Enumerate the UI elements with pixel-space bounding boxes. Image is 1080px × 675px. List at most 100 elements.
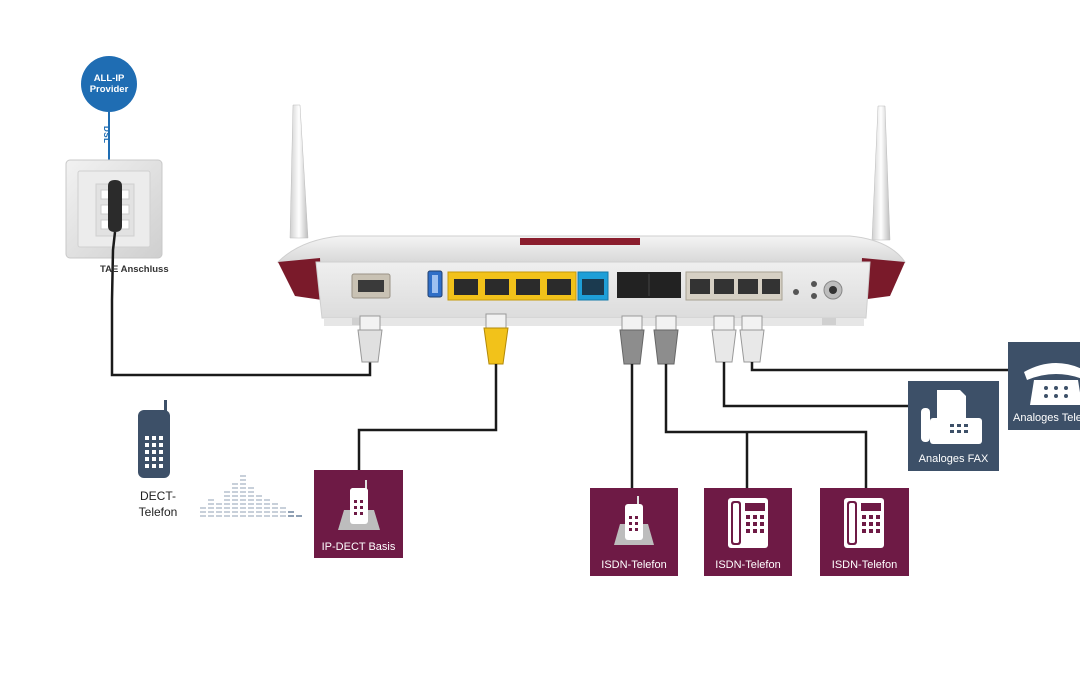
analog-plug-2 (739, 315, 765, 363)
device-label-isdn-telefon-2: ISDN-Telefon (715, 559, 781, 571)
signal-bar-segment (232, 495, 238, 497)
signal-bar-segment (248, 507, 254, 509)
device-label-isdn-telefon-3: ISDN-Telefon (831, 559, 898, 571)
signal-bar-segment (216, 503, 222, 505)
dect-phone-label: DECT- Telefon (118, 488, 198, 520)
signal-bar-segment (272, 503, 278, 505)
signal-bar-segment (264, 507, 270, 509)
signal-bar-segment (248, 495, 254, 497)
signal-bar-segment (256, 507, 262, 509)
isdn-plug-1 (619, 315, 645, 365)
isdn-telefon-2-box (704, 488, 792, 576)
isdn-cable-2 (664, 364, 868, 488)
analog-phone-icon (1024, 363, 1080, 405)
device-label-ip-dect-basis: IP-DECT Basis (321, 541, 396, 553)
signal-bar-segment (288, 515, 294, 517)
signal-bar-segment (200, 511, 206, 513)
signal-bar-segment (232, 511, 238, 513)
isdn-telefon-1-box (590, 488, 678, 576)
signal-bar-segment (224, 503, 230, 505)
signal-bar-segment (256, 511, 262, 513)
isdn-plug-2 (653, 315, 679, 365)
provider-line2: Provider (89, 84, 129, 95)
dect-label-line2: Telefon (138, 505, 178, 519)
signal-bar-segment (272, 507, 278, 509)
signal-bar-segment (280, 515, 286, 517)
signal-bar-segment (216, 507, 222, 509)
signal-bar-segment (216, 515, 222, 517)
signal-bar-segment (232, 499, 238, 501)
signal-bar-segment (240, 503, 246, 505)
lan-plug (483, 313, 509, 365)
signal-bar-segment (248, 515, 254, 517)
signal-bar-segment (264, 503, 270, 505)
device-label-analoges-fax: Analoges FAX (918, 453, 989, 465)
signal-bar-segment (256, 503, 262, 505)
cables (357, 362, 1010, 488)
signal-bar-segment (272, 511, 278, 513)
dect-label-line1: DECT- (140, 489, 176, 503)
signal-bar-segment (208, 503, 214, 505)
router (276, 104, 906, 326)
lan-cable (357, 364, 498, 470)
signal-bar-segment (232, 507, 238, 509)
tae-label: TAE Anschluss (100, 264, 169, 275)
signal-bar-segment (288, 511, 294, 513)
analoges-telefon-box (1008, 342, 1080, 430)
signal-bar-segment (224, 495, 230, 497)
analog-plug-1 (711, 315, 737, 363)
signal-bar-segment (232, 483, 238, 485)
signal-bar-segment (256, 515, 262, 517)
tae-wall-socket (65, 159, 163, 259)
desk-phone-icon (844, 498, 884, 548)
fax-icon (921, 390, 982, 444)
signal-bar-segment (208, 507, 214, 509)
signal-bar-segment (232, 487, 238, 489)
signal-bar-segment (272, 515, 278, 517)
signal-bar-segment (208, 515, 214, 517)
signal-bar-segment (232, 515, 238, 517)
signal-bar-segment (240, 487, 246, 489)
signal-bar-segment (248, 491, 254, 493)
provider-badge: ALL-IP Provider (81, 56, 137, 112)
signal-bar-segment (224, 491, 230, 493)
signal-bar-segment (224, 511, 230, 513)
signal-bar-segment (264, 515, 270, 517)
signal-bar-segment (240, 475, 246, 477)
signal-bar-segment (240, 491, 246, 493)
dsl-plug (357, 315, 383, 363)
signal-bar-segment (280, 511, 286, 513)
signal-bar-segment (280, 507, 286, 509)
provider-line1: ALL-IP (93, 73, 125, 84)
signal-bar-segment (264, 511, 270, 513)
signal-bar-segment (248, 487, 254, 489)
signal-bar-segment (256, 495, 262, 497)
signal-bar-segment (200, 515, 206, 517)
signal-bar-segment (240, 483, 246, 485)
signal-bar-segment (240, 511, 246, 513)
signal-bar-segment (200, 507, 206, 509)
signal-bar-segment (248, 511, 254, 513)
signal-bar-segment (248, 503, 254, 505)
signal-bar-segment (224, 499, 230, 501)
signal-bar-segment (240, 515, 246, 517)
analog-phone-cable (750, 362, 1010, 372)
signal-bar-segment (232, 503, 238, 505)
desk-phone-icon (728, 498, 768, 548)
signal-bar-segment (296, 515, 302, 517)
isdn-telefon-3-box (820, 488, 909, 576)
fax-cable (722, 362, 910, 408)
signal-bar-segment (240, 479, 246, 481)
signal-bar-segment (216, 511, 222, 513)
signal-bar-segment (264, 499, 270, 501)
signal-bar-segment (240, 495, 246, 497)
cordless-phone-icon (625, 504, 643, 540)
device-label-isdn-telefon-1: ISDN-Telefon (601, 559, 667, 571)
signal-bar-segment (208, 499, 214, 501)
signal-bar-segment (224, 515, 230, 517)
signal-bar-segment (232, 491, 238, 493)
signal-bar-segment (208, 511, 214, 513)
device-label-analoges-telefon: Analoges Telefon (1013, 412, 1080, 424)
signal-bars-icon (200, 475, 302, 517)
